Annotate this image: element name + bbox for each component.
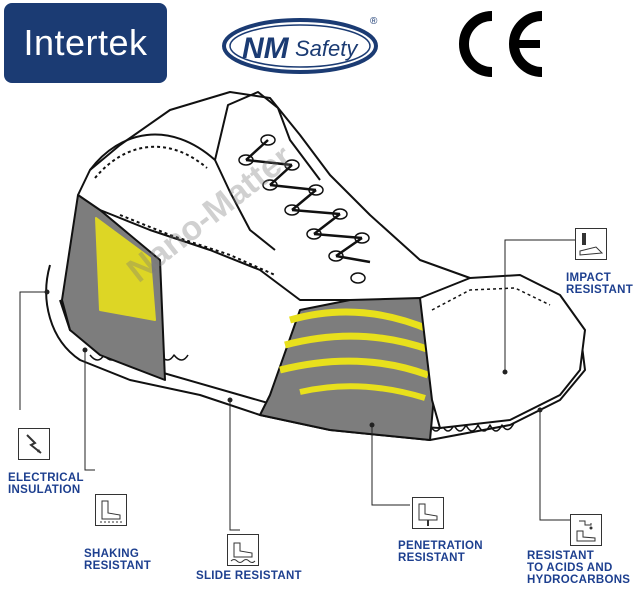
electrical-icon xyxy=(18,428,50,460)
svg-text:Safety: Safety xyxy=(295,36,359,61)
acid-icon xyxy=(570,514,602,546)
svg-text:NM: NM xyxy=(242,32,290,65)
shaking-resistant-label: SHAKING RESISTANT xyxy=(84,548,152,572)
nmsafety-logo: NM Safety ® xyxy=(222,16,378,74)
ce-mark xyxy=(459,11,543,77)
penetration-icon xyxy=(412,497,444,529)
svg-text:®: ® xyxy=(370,16,378,27)
impact-icon xyxy=(575,228,607,260)
slide-resistant-label: SLIDE RESISTANT xyxy=(196,570,302,582)
shaking-icon xyxy=(95,494,127,526)
penetration-resistant-label: PENETRATION RESISTANT xyxy=(398,540,483,564)
impact-resistant-label: IMPACT RESISTANT xyxy=(566,272,634,296)
intertek-logo: Intertek xyxy=(4,3,167,83)
slide-icon xyxy=(227,534,259,566)
acid-resistant-label: RESISTANT TO ACIDS AND HYDROCARBONS xyxy=(527,550,631,586)
safety-shoe-illustration xyxy=(19,91,586,531)
electrical-insulation-label: ELECTRICAL INSULATION xyxy=(8,472,84,496)
intertek-logo-text: Intertek xyxy=(23,22,148,63)
